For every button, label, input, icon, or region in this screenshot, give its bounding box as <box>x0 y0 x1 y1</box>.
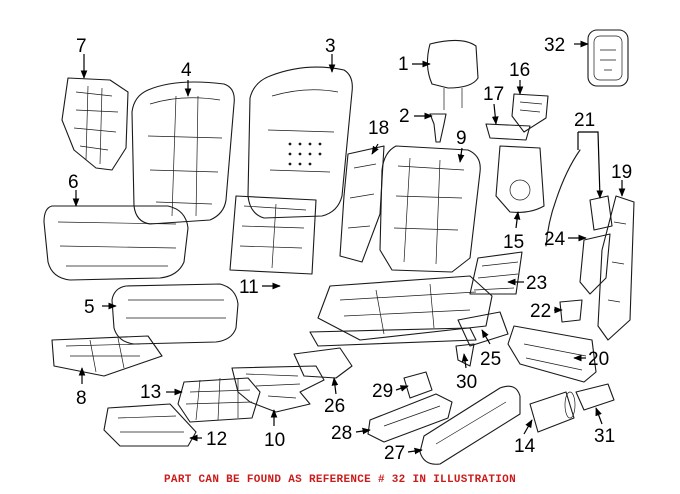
callout-17: 17 <box>483 84 504 105</box>
callout-11: 11 <box>239 277 259 298</box>
callout-labels: 7 4 3 6 1 2 9 18 16 17 32 21 19 15 24 23… <box>68 35 632 464</box>
part-15-lumbar <box>495 145 545 213</box>
part-9-seat-frame <box>309 145 493 347</box>
part-7-back-panel <box>61 77 129 171</box>
callout-20: 20 <box>588 349 609 370</box>
callout-27: 27 <box>384 443 405 464</box>
reference-note: PART CAN BE FOUND AS REFERENCE # 32 IN I… <box>164 474 516 486</box>
callout-21: 21 <box>574 110 595 131</box>
callout-14: 14 <box>514 436 536 457</box>
callout-15: 15 <box>503 232 524 253</box>
part-3-back-foam <box>247 66 353 219</box>
part-30-bracket <box>455 343 475 367</box>
part-29-bracket <box>403 371 433 399</box>
leaders <box>72 40 626 455</box>
callout-8: 8 <box>76 388 87 409</box>
part-10-harness <box>231 365 325 413</box>
callout-18: 18 <box>368 118 389 139</box>
part-11-back-board <box>229 195 317 275</box>
callout-24: 24 <box>544 229 566 250</box>
callout-4: 4 <box>181 60 192 81</box>
callout-16: 16 <box>509 60 530 81</box>
part-24-side-shell <box>579 233 611 295</box>
part-14-motor <box>529 391 576 433</box>
part-19-side-panel <box>597 195 635 341</box>
callout-26: 26 <box>324 396 345 417</box>
callout-9: 9 <box>456 128 467 149</box>
part-12-pan-trim <box>103 403 197 447</box>
part-22-clip <box>559 299 583 323</box>
callout-25: 25 <box>480 349 501 370</box>
part-4-back-cover <box>131 81 235 225</box>
callout-10: 10 <box>264 430 285 451</box>
part-6-cushion-cover <box>43 205 189 281</box>
callout-19: 19 <box>611 162 632 183</box>
callout-2: 2 <box>399 106 410 127</box>
part-27-outer-trim <box>419 385 521 465</box>
part-20-side-shield <box>507 325 597 383</box>
callout-7: 7 <box>76 36 87 57</box>
part-26-trim <box>293 347 353 379</box>
part-31-switch <box>575 383 615 411</box>
callout-6: 6 <box>68 172 79 193</box>
part-32-seat-switch <box>587 29 629 87</box>
part-23-back-trim <box>469 251 523 295</box>
part-1-headrest <box>426 39 479 110</box>
callout-22: 22 <box>530 301 551 322</box>
callout-23: 23 <box>526 273 547 294</box>
callout-30: 30 <box>456 372 477 393</box>
callout-12: 12 <box>206 429 227 450</box>
part-13-spacer <box>177 377 261 423</box>
callout-1: 1 <box>398 54 409 75</box>
part-18-side-bolster <box>339 145 385 263</box>
part-8-cushion-mat <box>51 335 163 377</box>
callout-5: 5 <box>84 297 95 318</box>
part-17-clip <box>485 123 531 141</box>
callout-29: 29 <box>372 381 393 402</box>
callout-13: 13 <box>140 382 161 403</box>
callout-3: 3 <box>325 36 336 57</box>
part-2-guide <box>429 113 447 143</box>
part-5-cushion-foam <box>111 283 239 345</box>
part-16-switch-trim <box>511 93 549 133</box>
callout-32: 32 <box>544 35 565 56</box>
callout-31: 31 <box>594 426 615 447</box>
callout-28: 28 <box>331 423 352 444</box>
part-25-cover <box>457 311 509 347</box>
